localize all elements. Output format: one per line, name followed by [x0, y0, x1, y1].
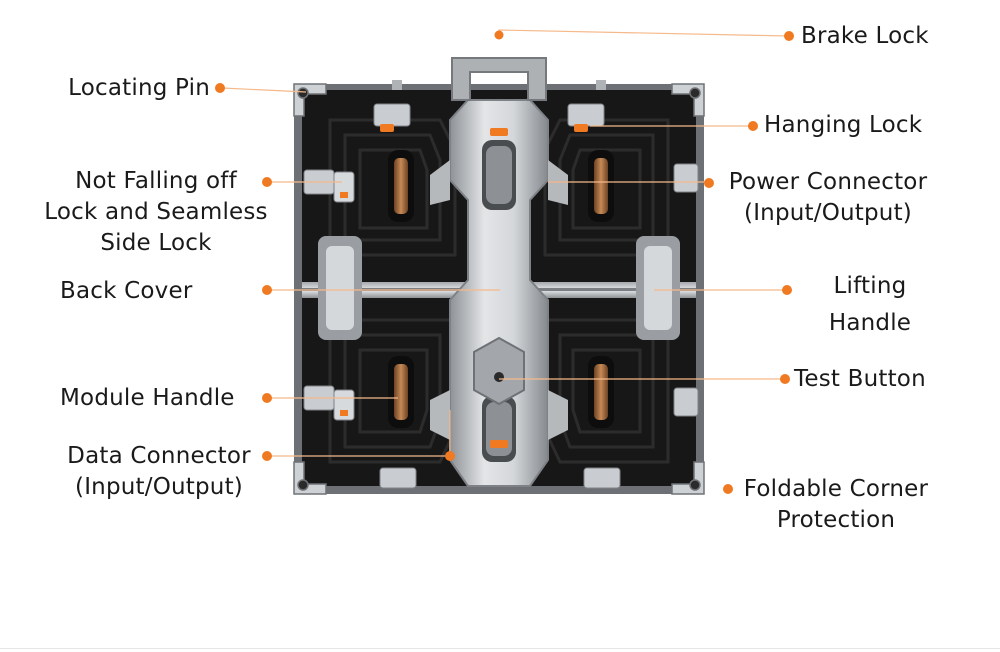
module-handle-copper [594, 364, 608, 420]
label-foldable-corner: Foldable Corner Protection [743, 476, 929, 533]
module-handle-copper [394, 364, 408, 420]
dot-foldable-corner [723, 484, 733, 494]
label-data-connector: Data Connector (Input/Output) [67, 443, 251, 500]
label-test-button: Test Button [794, 366, 926, 392]
label-lifting-handle: Lifting Handle [828, 273, 912, 336]
dot-power-connector [704, 178, 714, 188]
dot-module-handle [262, 393, 272, 403]
module-handle-copper [394, 158, 408, 214]
label-locating-pin: Locating Pin [68, 75, 210, 101]
label-back-cover: Back Cover [60, 278, 193, 304]
test-button-housing [473, 336, 525, 406]
label-brake-lock: Brake Lock [801, 23, 929, 49]
corner-protections [293, 83, 705, 495]
hanging-locks [373, 80, 606, 132]
marker-dots [215, 30, 794, 494]
dot-locating-pin [215, 83, 225, 93]
label-power-connector: Power Connector (Input/Output) [728, 169, 928, 226]
dot-data-connector [262, 451, 272, 461]
spine-connector-bottom [490, 440, 508, 448]
bottom-divider [0, 648, 1000, 649]
leader-locating-pin [221, 87, 307, 93]
cabinet [293, 57, 705, 495]
spine-connector-top [490, 128, 508, 136]
dot-not-falling-off [262, 177, 272, 187]
label-hanging-lock: Hanging Lock [764, 112, 923, 138]
module-handle-copper [594, 158, 608, 214]
dot-brake-lock [784, 31, 794, 41]
brake-lock-handle [451, 57, 547, 101]
dot-hanging-lock [748, 121, 758, 131]
label-module-handle: Module Handle [60, 385, 235, 411]
test-button [494, 372, 504, 382]
module-handle-slots [388, 150, 614, 428]
dot-test-button [780, 374, 790, 384]
label-not-falling-off: Not Falling off Lock and Seamless Side L… [44, 168, 268, 256]
dot-brake-lock-start [494, 30, 504, 40]
leader-brake-lock [498, 29, 789, 37]
dot-back-cover [262, 285, 272, 295]
dot-data-connector-end [445, 451, 455, 461]
side-handles [318, 236, 680, 340]
dot-lifting-handle [782, 285, 792, 295]
